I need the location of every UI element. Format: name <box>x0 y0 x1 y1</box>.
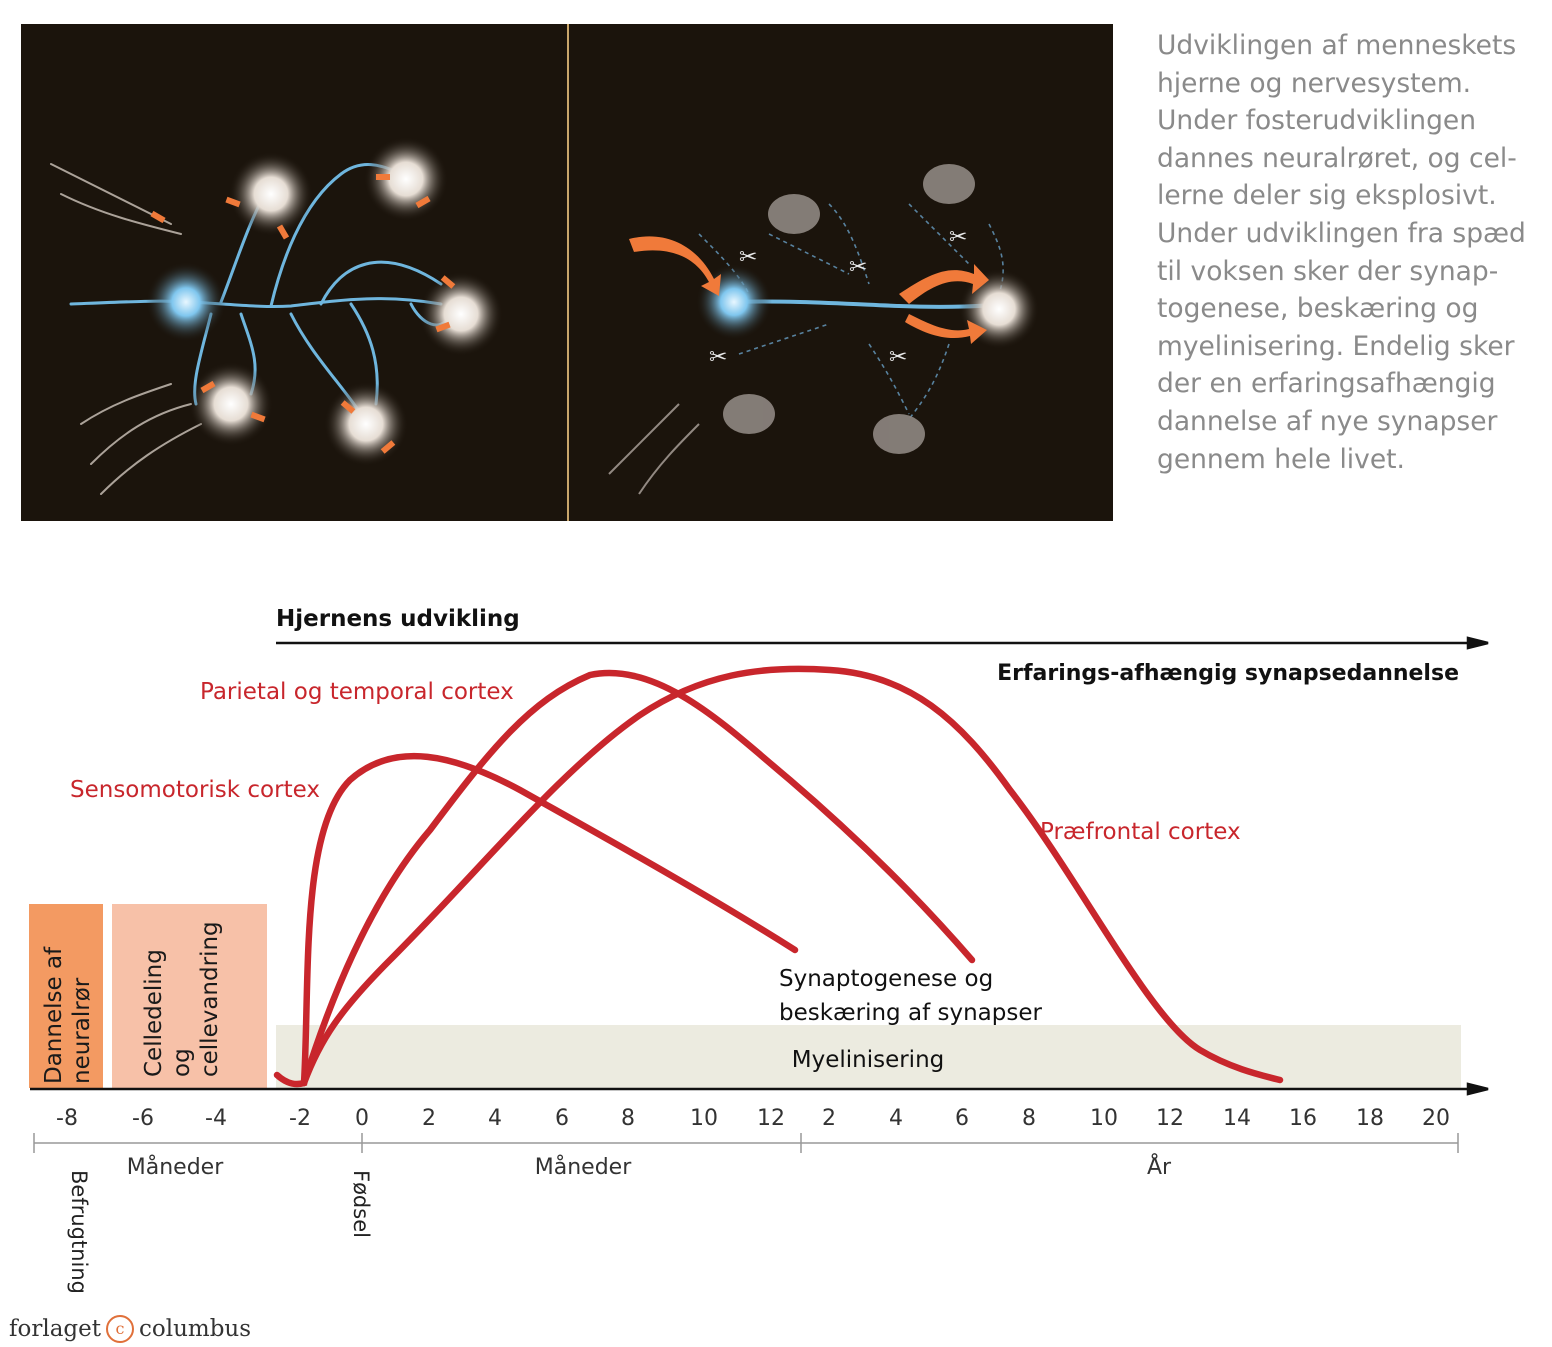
tick-label: 10 <box>690 1106 718 1131</box>
tick-label: 4 <box>488 1106 502 1131</box>
illustration-synapse-growth <box>21 24 567 521</box>
tick-label: 18 <box>1356 1106 1384 1131</box>
prefrontal-curve <box>300 665 1284 1087</box>
tick-label: 16 <box>1289 1106 1317 1131</box>
tick-labels: -8 -6 -4 -2 0 2 4 6 8 10 12 2 4 6 8 10 12 14 16 18 20 <box>56 1106 1450 1131</box>
tick-label: -8 <box>56 1106 78 1131</box>
tick-label: 14 <box>1223 1106 1251 1131</box>
development-arrowhead <box>1466 636 1489 650</box>
tick-label: 12 <box>757 1106 785 1131</box>
neural-tube-label: Dannelse af neuralrør <box>41 946 95 1084</box>
parietal-label: Parietal og temporal cortex <box>200 679 514 705</box>
brain-development-timeline: Hjernens udvikling Erfarings-afhængig sy… <box>29 606 1489 1294</box>
tick-label: -4 <box>205 1106 227 1131</box>
tick-label: -2 <box>289 1106 311 1131</box>
neural-tube-bar <box>29 904 103 1088</box>
publisher-logo: forlaget c columbus <box>9 1312 251 1346</box>
logo-right-text: columbus <box>139 1316 252 1342</box>
logo-left-text: forlaget <box>9 1316 101 1342</box>
experience-label: Erfarings-afhængig synapsedannelse <box>997 661 1459 686</box>
event-birth: Fødsel <box>349 1170 373 1238</box>
tick-label: 4 <box>889 1106 903 1131</box>
unit-years: År <box>1147 1153 1172 1180</box>
tick-label: 12 <box>1156 1106 1184 1131</box>
copyright-circle-icon: c <box>106 1315 134 1343</box>
myelination-label: Myelinisering <box>792 1047 945 1073</box>
unit-months-before: Måneder <box>127 1154 224 1180</box>
panel-divider <box>567 24 569 521</box>
tick-label: 2 <box>822 1106 836 1131</box>
tick-label: 2 <box>422 1106 436 1131</box>
tick-label: 0 <box>355 1106 369 1131</box>
tick-label: 6 <box>955 1106 969 1131</box>
cortex-curves <box>273 665 1284 1088</box>
tick-label: 6 <box>555 1106 569 1131</box>
tick-label: 8 <box>621 1106 635 1131</box>
synaptogenesis-label-line2: beskæring af synapser <box>779 1000 1042 1026</box>
tick-label: 20 <box>1422 1106 1450 1131</box>
unit-months-after: Måneder <box>535 1154 632 1180</box>
sensorimotor-label: Sensomotorisk cortex <box>70 777 320 803</box>
svg-text:✂: ✂ <box>709 345 727 370</box>
illustration-synapse-pruning: ✂ ✂ ✂ ✂ ✂ <box>569 24 1113 521</box>
tick-label: 10 <box>1090 1106 1118 1131</box>
svg-text:✂: ✂ <box>949 225 967 250</box>
tick-label: -6 <box>132 1106 154 1131</box>
cell-division-label: Celledeling og cellevandring <box>141 921 223 1077</box>
event-conception: Befrugtning <box>67 1170 91 1294</box>
caption-text: Udviklingen af menneskets hjerne og nerv… <box>1157 30 1526 475</box>
parietal-temporal-curve <box>300 669 976 1087</box>
cell-division-bar <box>112 904 267 1088</box>
svg-text:✂: ✂ <box>849 255 867 280</box>
chart-title: Hjernens udvikling <box>276 606 520 632</box>
time-axis-arrowhead <box>1466 1082 1489 1096</box>
prefrontal-label: Præfrontal cortex <box>1040 819 1241 845</box>
unit-brackets <box>33 1133 1459 1153</box>
tick-label: 8 <box>1022 1106 1036 1131</box>
synaptogenesis-label-line1: Synaptogenese og <box>779 966 993 992</box>
phase-bars <box>29 904 1461 1088</box>
svg-text:✂: ✂ <box>739 245 757 270</box>
svg-text:✂: ✂ <box>889 345 907 370</box>
axis-arrows <box>30 636 1489 1096</box>
